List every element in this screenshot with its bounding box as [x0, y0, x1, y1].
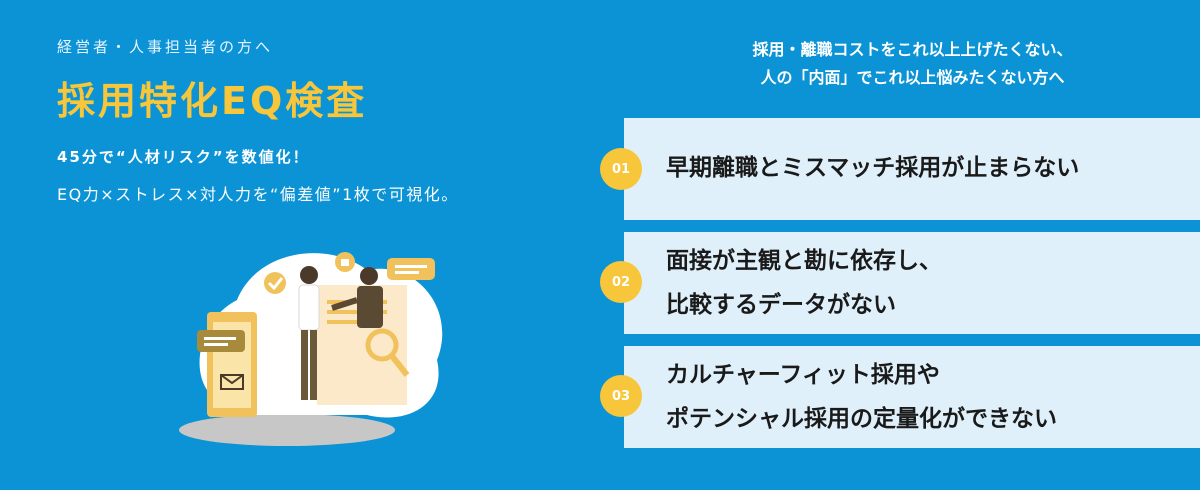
tagline-text: 45分で“人材リスク”を数値化！	[57, 148, 310, 166]
subline-text: EQ力×ストレス×対人力を“偏差値”1枚で可視化。	[57, 185, 459, 204]
card-number-badge: 02	[600, 261, 642, 303]
card-text-line-2: ポテンシャル採用の定量化ができない	[666, 406, 1057, 432]
magnifier-icon	[365, 328, 399, 362]
card-text: 早期離職とミスマッチ採用が止まらない	[666, 155, 1080, 181]
chat-bubble-right-icon	[387, 258, 435, 280]
check-badge-icon	[264, 272, 286, 294]
card-number-badge: 01	[600, 148, 642, 190]
mail-icon	[220, 374, 244, 390]
heading-line-1: 採用・離職コストをこれ以上上げたくない、	[752, 40, 1073, 59]
page-title: 採用特化EQ検査	[57, 79, 368, 123]
card-text-line-1: カルチャーフィット採用や	[666, 362, 940, 388]
person-right-icon	[331, 267, 383, 328]
problem-card-3: 03 カルチャーフィット採用や ポテンシャル採用の定量化ができない	[600, 346, 1200, 448]
card-text-line-1: 面接が主観と勘に依存し、	[666, 248, 942, 274]
hero-section: 経営者・人事担当者の方へ 採用特化EQ検査 45分で“人材リスク”を数値化！ E…	[57, 0, 577, 490]
person-left-icon	[298, 266, 320, 400]
handshake-illustration	[179, 252, 443, 446]
problem-card-2: 02 面接が主観と勘に依存し、 比較するデータがない	[600, 232, 1200, 334]
eyebrow-text: 経営者・人事担当者の方へ	[57, 38, 274, 56]
chat-bubble-left-icon	[197, 330, 245, 352]
target-audience-heading: 採用・離職コストをこれ以上上げたくない、 人の「内面」でこれ以上悩みたくない方へ	[640, 36, 1185, 92]
card-number-badge: 03	[600, 375, 642, 417]
problem-card-1: 01 早期離職とミスマッチ採用が止まらない	[600, 118, 1200, 220]
heading-line-2: 人の「内面」でこれ以上悩みたくない方へ	[760, 68, 1065, 87]
floor-shadow-icon	[179, 414, 395, 446]
card-text-line-2: 比較するデータがない	[666, 292, 896, 318]
